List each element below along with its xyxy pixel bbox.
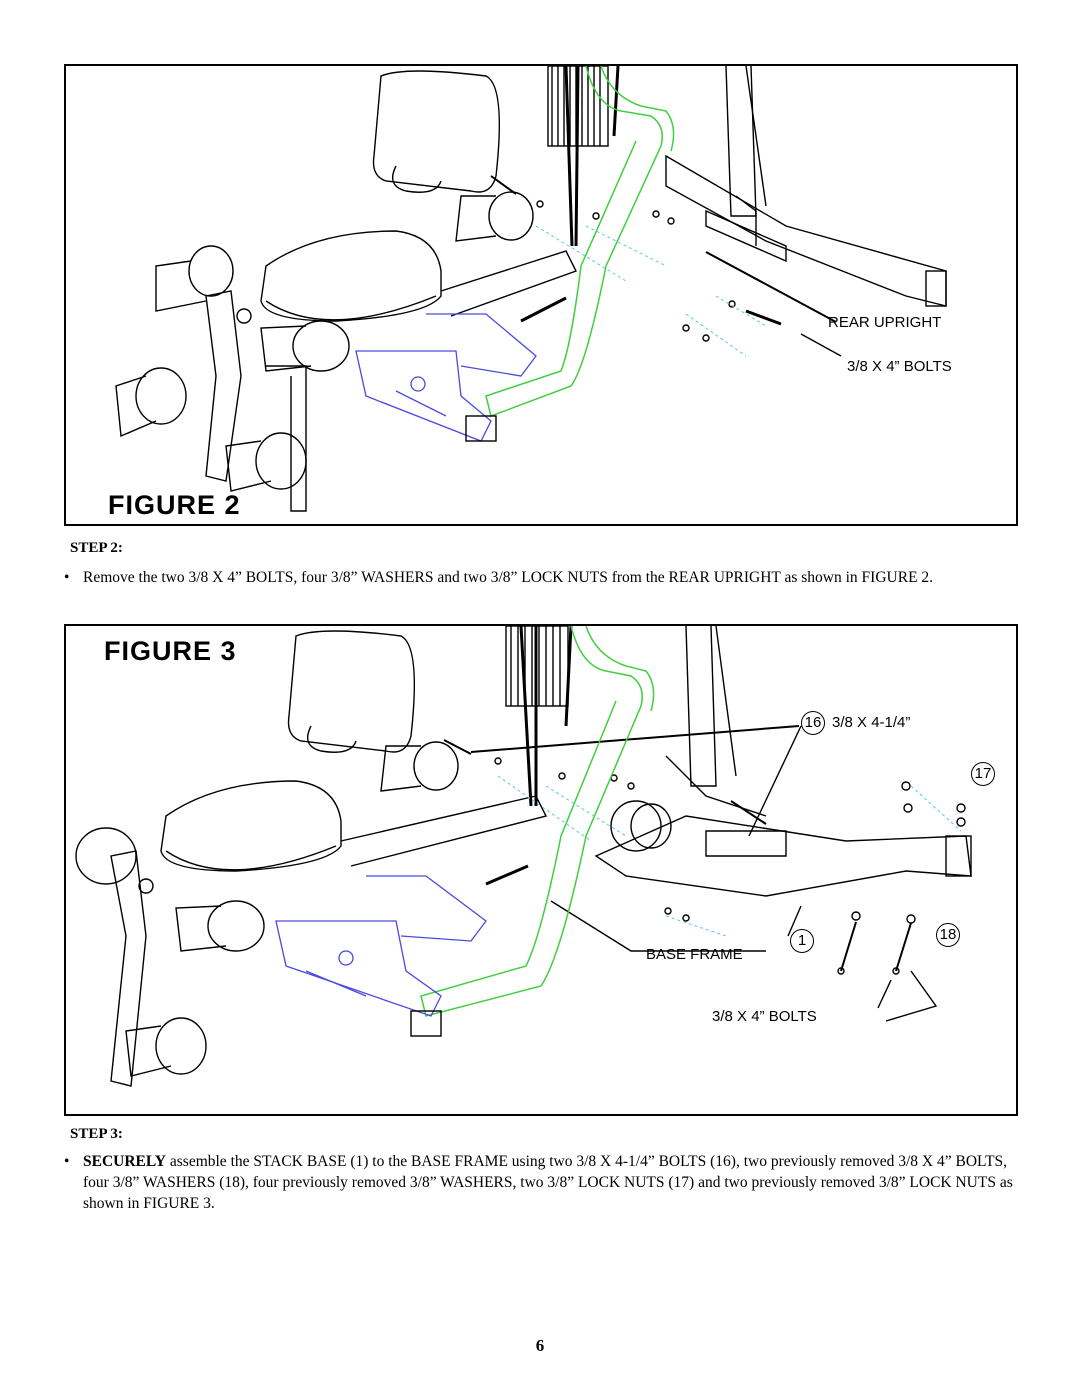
step-3-text: SECURELY assemble the STACK BASE (1) to … bbox=[83, 1151, 1014, 1214]
step-3-bullet: • SECURELY assemble the STACK BASE (1) t… bbox=[64, 1151, 1014, 1214]
step-2-bullet: • Remove the two 3/8 X 4” BOLTS, four 3/… bbox=[64, 567, 1014, 588]
figure-2-illustration bbox=[115, 66, 947, 512]
bullet-marker: • bbox=[64, 569, 70, 586]
rear-upright-label: REAR UPRIGHT bbox=[828, 314, 942, 331]
bolts-label-fig2: 3/8 X 4” BOLTS bbox=[847, 358, 952, 375]
part-1-number: 1 bbox=[790, 929, 814, 953]
base-frame-label: BASE FRAME bbox=[646, 946, 743, 963]
part-16-label: 3/8 X 4-1/4” bbox=[832, 714, 911, 731]
figure-3-panel: FIGURE 3 16 3/8 X 4-1/4” 17 1 18 BASE FR… bbox=[64, 624, 1018, 1116]
bolts-label-fig3: 3/8 X 4” BOLTS bbox=[712, 1008, 817, 1025]
figure-2-title: FIGURE 2 bbox=[108, 490, 241, 520]
part-18-number: 18 bbox=[936, 923, 960, 947]
part-16-number: 16 bbox=[801, 711, 825, 735]
part-17-number: 17 bbox=[971, 762, 995, 786]
page-number: 6 bbox=[535, 1336, 545, 1355]
step-3-body: assemble the STACK BASE (1) to the BASE … bbox=[83, 1153, 1013, 1212]
step-3-heading: STEP 3: bbox=[70, 1126, 123, 1142]
step-2-text: Remove the two 3/8 X 4” BOLTS, four 3/8”… bbox=[83, 569, 934, 586]
figure-2-panel: FIGURE 2 REAR UPRIGHT 3/8 X 4” BOLTS bbox=[64, 64, 1018, 526]
step-3-emphasis: SECURELY bbox=[83, 1153, 166, 1170]
figure-3-illustration bbox=[75, 626, 972, 1087]
bullet-marker: • bbox=[64, 1153, 70, 1170]
figure-3-title: FIGURE 3 bbox=[104, 636, 237, 666]
step-2-heading: STEP 2: bbox=[70, 540, 123, 556]
